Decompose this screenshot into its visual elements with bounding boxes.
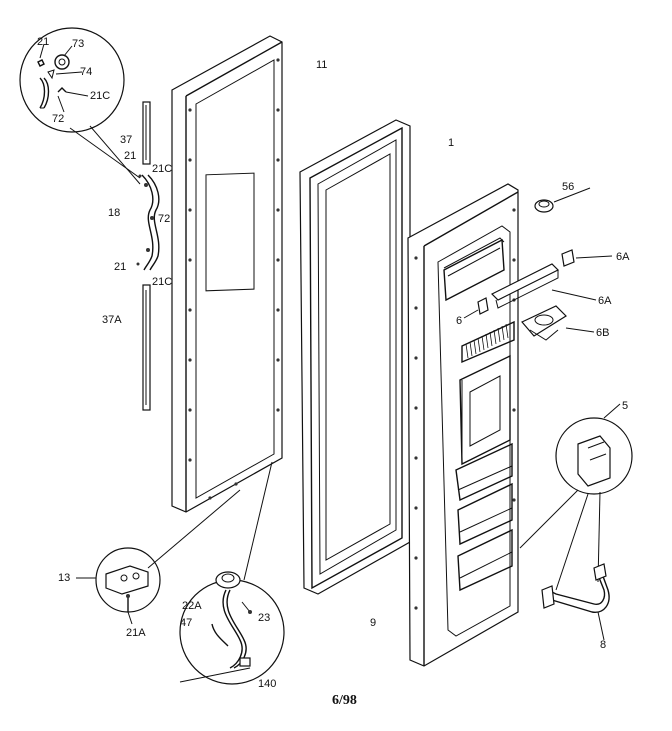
label-23: 23 — [258, 612, 270, 624]
part-5-detail-circle — [555, 403, 633, 495]
label-5: 5 — [622, 400, 628, 412]
label-1: 1 — [448, 137, 454, 149]
label-8: 8 — [600, 639, 606, 651]
callout-line — [89, 125, 141, 185]
label-6a: 6A — [598, 295, 612, 307]
part-6a-bar — [490, 263, 597, 309]
label-37: 37 — [120, 134, 132, 146]
label-73: 73 — [72, 38, 84, 50]
label-6b: 6B — [596, 327, 609, 339]
label-74: 74 — [80, 66, 92, 78]
hinge-detail-circle — [19, 27, 125, 133]
label-18: 18 — [108, 207, 120, 219]
date-code: 6/98 — [332, 693, 357, 708]
callout-line — [147, 489, 241, 569]
label-140: 140 — [258, 678, 276, 690]
door-liner-9 — [407, 183, 519, 667]
door-stop-strip-37a — [142, 284, 151, 411]
callout-line — [69, 127, 141, 179]
label-72: 72 — [158, 213, 170, 225]
label-37a: 37A — [102, 314, 122, 326]
door-outer-panel-11 — [171, 35, 283, 513]
door-gasket-1 — [299, 119, 411, 595]
label-11: 11 — [316, 59, 327, 71]
label-9: 9 — [370, 617, 376, 629]
label-22a: 22A — [182, 600, 202, 612]
label-21c: 21C — [90, 90, 110, 102]
callout-line — [243, 461, 273, 581]
callout-line — [555, 493, 589, 591]
label-21: 21 — [114, 261, 126, 273]
label-21a: 21A — [126, 627, 146, 639]
part-6-small-clip — [463, 297, 489, 319]
label-47: 47 — [180, 617, 192, 629]
part-6b-actuator — [521, 305, 595, 341]
label-21: 21 — [37, 36, 49, 48]
part-8-shelf-bracket — [541, 563, 610, 641]
part-6a-clip-top — [561, 249, 613, 267]
label-6: 6 — [456, 315, 462, 327]
label-13: 13 — [58, 572, 70, 584]
door-stop-strip-37 — [142, 101, 151, 165]
hinge-bracket-18 — [136, 174, 160, 271]
label-56: 56 — [562, 181, 574, 193]
label-21c: 21C — [152, 276, 172, 288]
label-21: 21 — [124, 150, 136, 162]
callout-line — [179, 667, 251, 683]
label-72: 72 — [52, 113, 64, 125]
part-56-cap — [534, 187, 591, 213]
part-13-hinge-circle — [76, 547, 161, 625]
label-21c: 21C — [152, 163, 172, 175]
wiring-harness-circle — [179, 571, 285, 685]
callout-line — [519, 489, 579, 549]
label-6a: 6A — [616, 251, 630, 263]
